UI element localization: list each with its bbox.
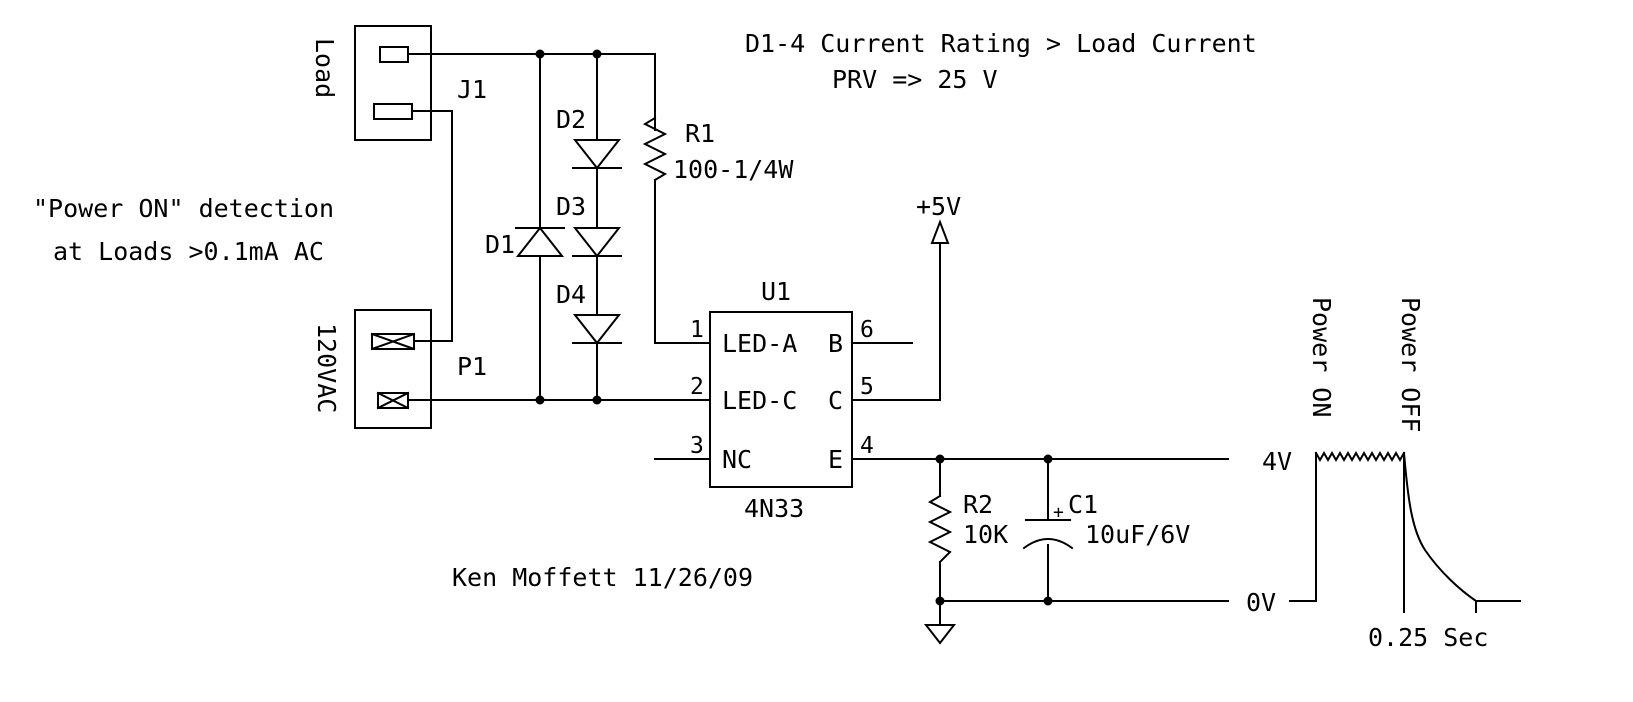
u1-part: 4N33 <box>744 494 804 523</box>
r2-value: 10K <box>963 520 1008 549</box>
rating-note-line1: D1-4 Current Rating > Load Current <box>745 29 1257 58</box>
j1-ref: J1 <box>457 75 487 104</box>
purpose-note-line2: at Loads >0.1mA AC <box>53 237 324 266</box>
diode-d4 <box>572 314 622 345</box>
u1-pin2-name: LED-C <box>722 386 797 415</box>
author-note: Ken Moffett 11/26/09 <box>452 563 753 592</box>
r2-ref: R2 <box>963 490 993 519</box>
u1-optocoupler <box>709 311 853 488</box>
rating-note-line2: PRV => 25 V <box>832 65 998 94</box>
u1-pin1-number: 1 <box>690 317 704 343</box>
u1-pin6-number: 6 <box>860 317 874 343</box>
p1-connector <box>354 309 432 429</box>
c1-polarity-mark: + <box>1053 502 1064 523</box>
waveform-time-label: 0.25 Sec <box>1368 623 1488 652</box>
waveform-off-label: Power OFF <box>1396 297 1425 432</box>
u1-pin6-name: B <box>828 329 843 358</box>
c1-value: 10uF/6V <box>1085 520 1190 549</box>
c1-ref: C1 <box>1068 490 1098 519</box>
j1-label: Load <box>310 38 339 98</box>
waveform-low-label: 0V <box>1246 588 1276 617</box>
d3-label: D3 <box>556 192 586 221</box>
u1-pin4-number: 4 <box>860 433 874 459</box>
resistor-r2 <box>927 494 953 564</box>
u1-pin5-name: C <box>828 386 843 415</box>
waveform-high-label: 4V <box>1262 447 1292 476</box>
u1-pin4-name: E <box>828 445 843 474</box>
supply-arrow-icon <box>930 219 950 244</box>
u1-pin1-name: LED-A <box>722 329 797 358</box>
purpose-note-line1: "Power ON" detection <box>33 194 334 223</box>
j1-connector <box>354 25 432 141</box>
p1-label: 120VAC <box>312 323 341 413</box>
r1-ref: R1 <box>685 119 715 148</box>
d2-label: D2 <box>556 105 586 134</box>
u1-pin3-name: NC <box>722 445 752 474</box>
output-waveform <box>1289 450 1521 613</box>
diode-d3 <box>572 227 622 258</box>
u1-ref: U1 <box>761 277 791 306</box>
u1-pin2-number: 2 <box>690 374 704 400</box>
diode-d2 <box>572 139 622 170</box>
resistor-r1 <box>642 116 668 182</box>
p1-ref: P1 <box>457 352 487 381</box>
r1-value: 100-1/4W <box>673 155 794 184</box>
diode-d1 <box>515 226 565 257</box>
junctions <box>535 49 1053 606</box>
u1-pin3-number: 3 <box>690 433 704 459</box>
u1-pin5-number: 5 <box>860 374 874 400</box>
d1-label: D1 <box>485 230 515 259</box>
capacitor-c1 <box>1022 519 1074 550</box>
d4-label: D4 <box>556 280 586 309</box>
waveform-on-label: Power ON <box>1307 297 1336 417</box>
supply-label: +5V <box>916 192 961 221</box>
ground-icon <box>923 624 957 645</box>
